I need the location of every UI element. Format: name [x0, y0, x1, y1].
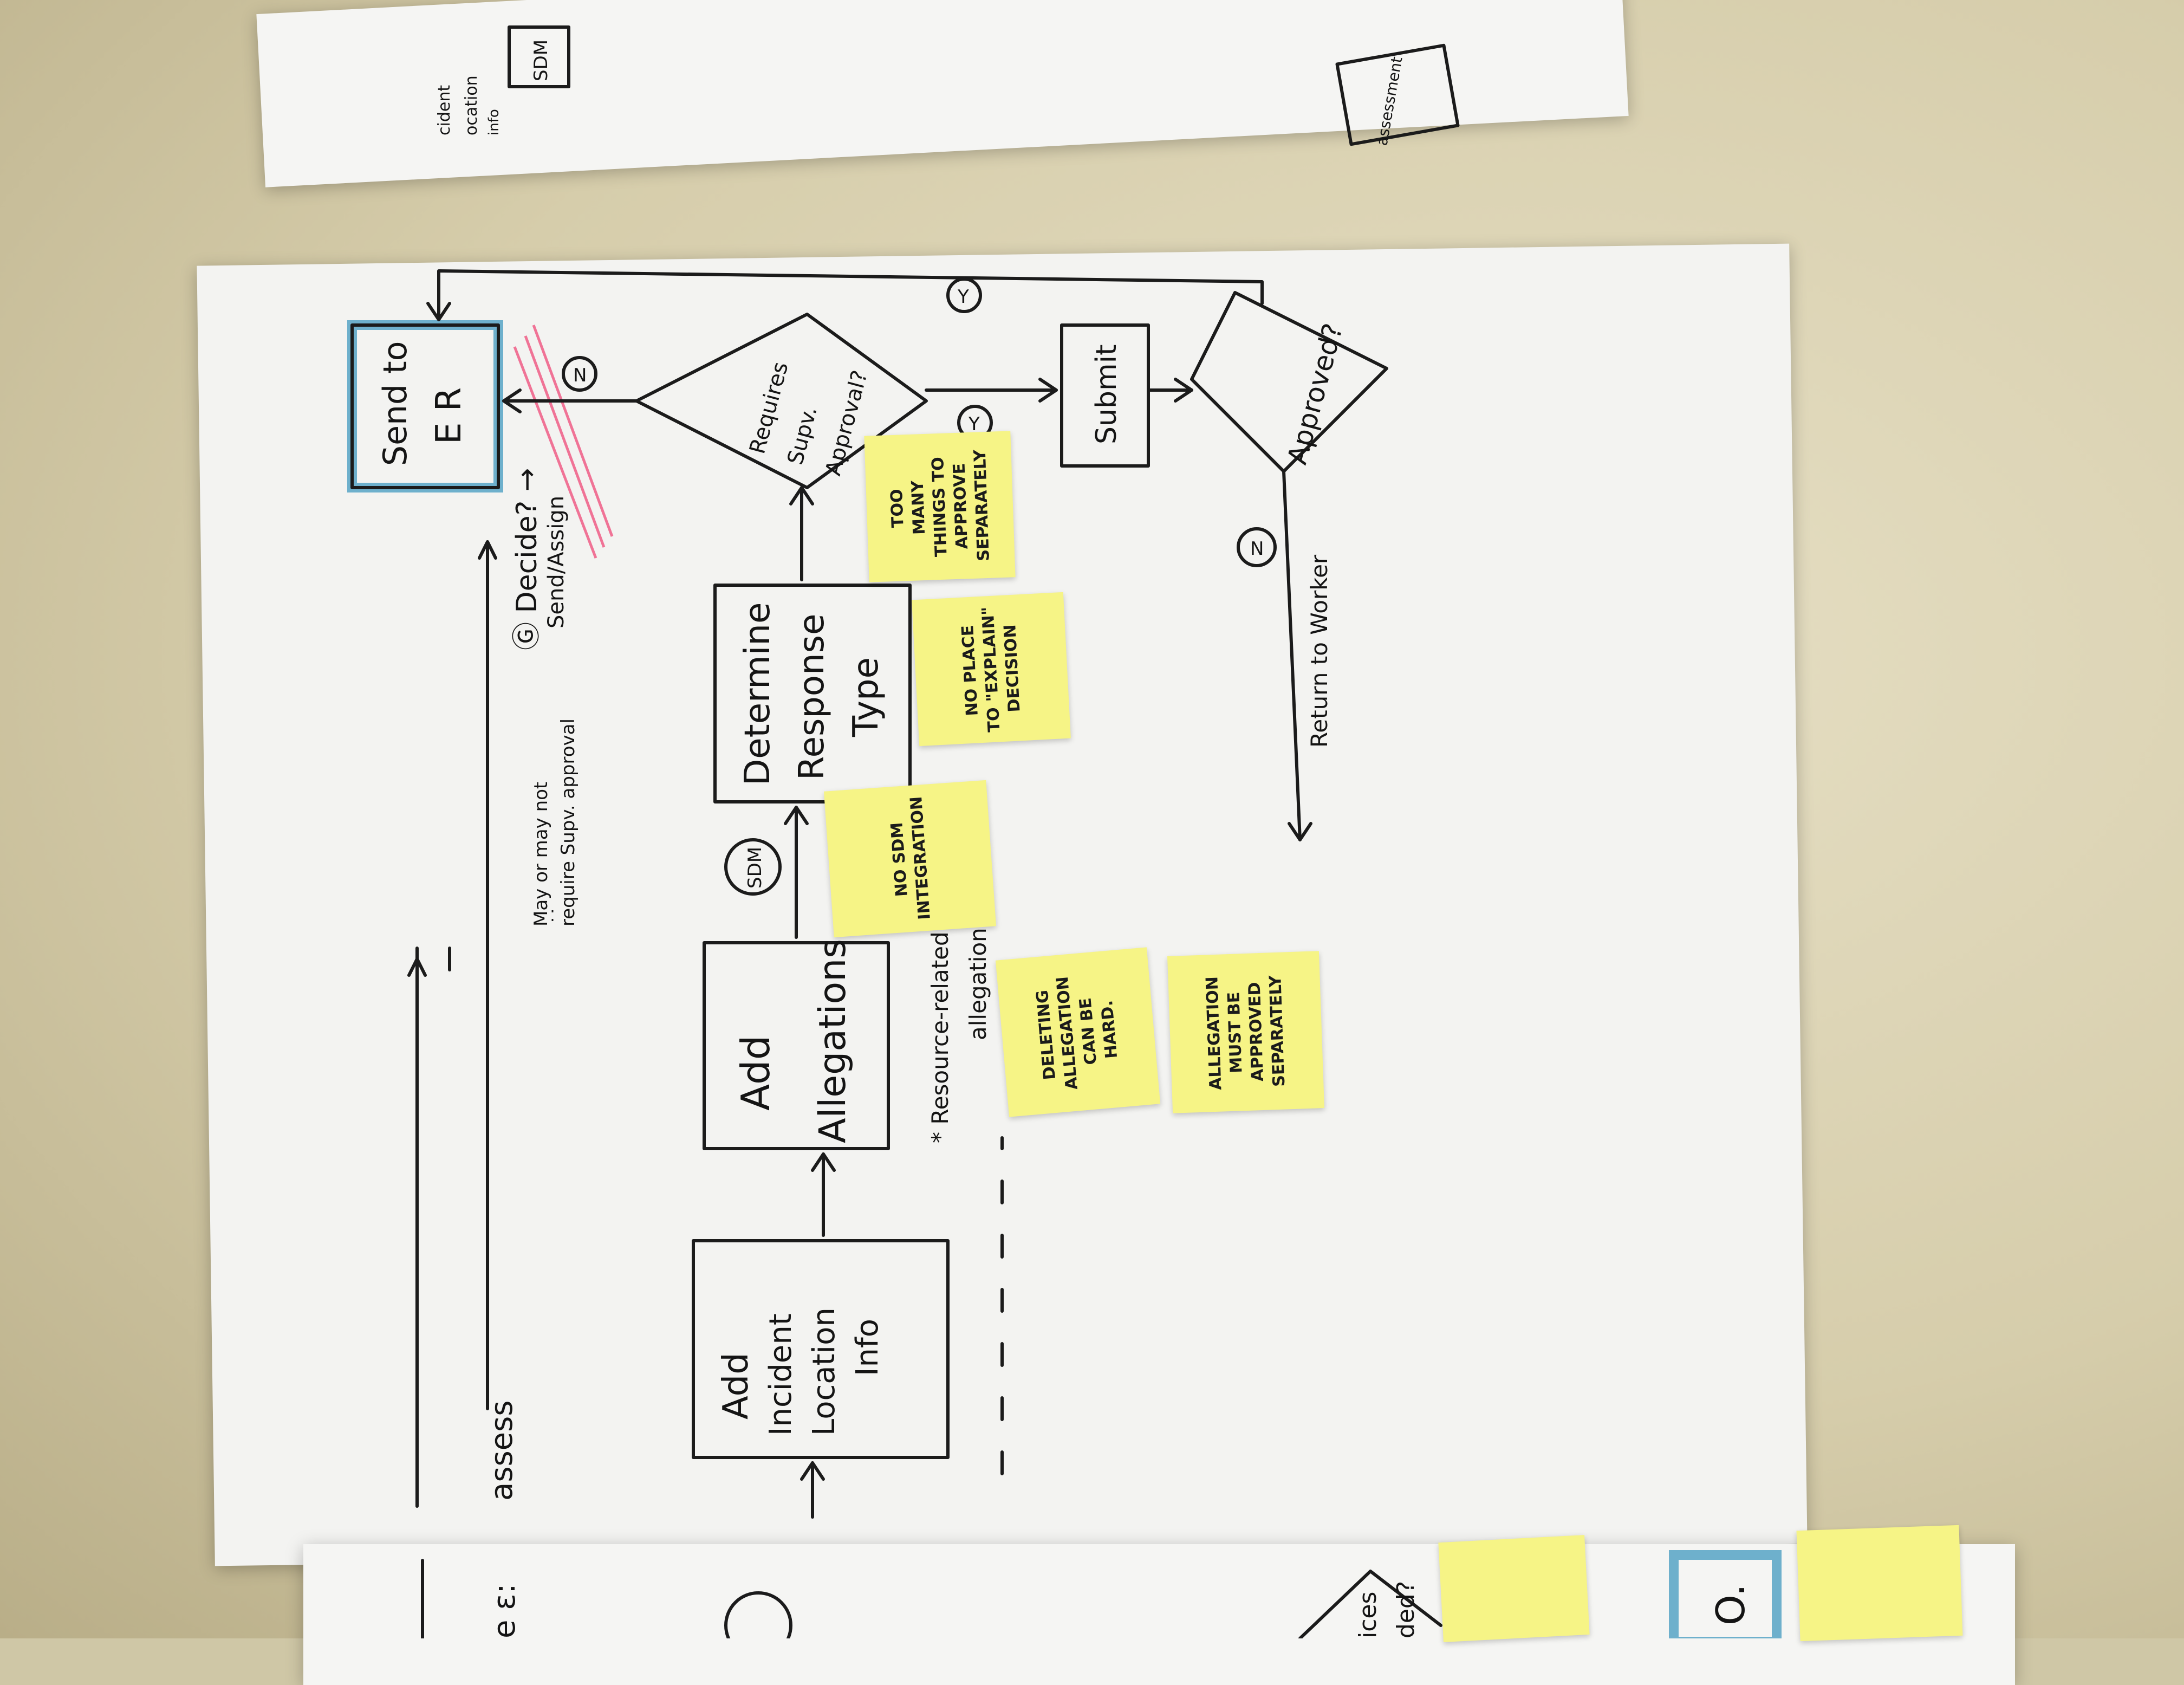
sticky-no-sdm: NO SDM INTEGRATION — [823, 780, 997, 938]
node-send-er-box — [350, 323, 500, 489]
supv-note-line2: require Supv. approval — [557, 718, 579, 926]
node-incident-line2: Incident — [763, 1313, 798, 1436]
edge-response-supv-arrow — [789, 486, 814, 506]
node-response-box — [713, 584, 912, 803]
sticky-bottom-left — [1438, 1535, 1590, 1642]
decide-label: Ⓖ Decide? → — [511, 468, 543, 650]
resource-related-line1: * Resource-related — [927, 931, 953, 1143]
node-incident-line3: Location — [807, 1307, 842, 1436]
node-allegations-line2: Allegations — [811, 939, 854, 1143]
node-send-er-highlight — [347, 320, 503, 492]
timeline-arrow-2 — [478, 540, 497, 560]
edge-approved-yes-label: Y — [957, 286, 969, 308]
resource-related-line2: allegations — [965, 916, 991, 1040]
edge-approved-yes — [437, 269, 1264, 321]
node-approved-diamond — [1190, 291, 1388, 473]
top-location-label: ocation — [462, 75, 481, 135]
edge-incident-allegations-arrow — [811, 1152, 836, 1172]
return-to-worker-label: Return to Worker — [1306, 554, 1332, 748]
sticky-deleting: DELETING ALLEGATION CAN BE HARD. — [995, 947, 1161, 1117]
node-allegations-box — [703, 941, 890, 1150]
edge-supv-yes-arrow — [1038, 378, 1058, 403]
edge-approved-no-label: N — [1250, 538, 1264, 560]
sdm-circle — [724, 838, 782, 896]
stage-timeline: assess May or may not require Supv. appr… — [407, 325, 614, 1508]
node-supv-line1: Requires — [745, 359, 793, 456]
bottom-diamond — [1298, 1570, 1442, 1638]
node-supv-line2: Supv. — [783, 404, 822, 468]
supv-note-line1: May or may not — [530, 782, 552, 926]
node-supv-diamond — [635, 313, 928, 489]
node-incident-line1: Add — [716, 1352, 756, 1420]
node-response-line2: Response — [792, 614, 832, 780]
edge-supv-yes-label: Y — [968, 413, 980, 435]
pink-highlight-2 — [524, 335, 606, 548]
edge-approved-yes-circle — [946, 277, 982, 313]
bottom-stage-fragment: e ε: — [487, 1584, 522, 1638]
top-assessment-label: assessment — [1373, 55, 1406, 147]
pink-highlight-1 — [513, 346, 597, 559]
node-approved-label: Approved? — [1282, 320, 1349, 468]
sticky-approved-separately: ALLEGATION MUST BE APPROVED SEPARATELY — [1167, 951, 1324, 1113]
bottom-circle — [724, 1591, 792, 1638]
node-send-er-line2: E R — [429, 387, 469, 444]
top-info-label: info — [486, 109, 502, 135]
sdm-label: SDM — [744, 847, 766, 889]
top-assessment-box — [1335, 43, 1460, 146]
edge-approved-no — [1282, 470, 1302, 841]
edge-approved-yes-arrow — [426, 302, 451, 321]
node-allegations-line1: Add — [733, 1035, 778, 1111]
top-incident-label: cident — [435, 85, 454, 135]
flow-nodes: Add Incident Location Info Add Allegatio… — [347, 291, 1388, 1459]
node-incident-line4: Info — [850, 1319, 885, 1376]
top-sdm-label: SDM — [530, 40, 552, 81]
send-assign-label: Send/Assign — [544, 496, 569, 628]
sticky-bottom-right — [1796, 1525, 1963, 1642]
edge-supv-no-circle — [562, 356, 597, 392]
timeline-arrow-1 — [407, 957, 427, 977]
node-submit-label: Submit — [1090, 345, 1123, 444]
flowchart-canvas: SDM cident ocation info assessment asses… — [347, 25, 1782, 1638]
bottom-box-letter: O. — [1708, 1584, 1753, 1625]
flow-edges: SDM N Y Y N Return to Worker * Resource-… — [426, 269, 1332, 1519]
top-sheet-notes: SDM cident ocation info assessment — [435, 25, 1460, 147]
node-incident-box — [692, 1239, 950, 1459]
edge-into-incident-arrow — [800, 1461, 825, 1481]
node-submit-box — [1060, 323, 1150, 468]
stage-label-assess: assess — [484, 1401, 519, 1501]
edge-supv-no-label: N — [573, 365, 587, 386]
edge-approved-no-arrow — [1288, 822, 1312, 841]
edge-supv-no-arrow — [502, 388, 522, 413]
edge-allegations-response-arrow — [784, 806, 809, 825]
edge-approved-no-circle — [1237, 527, 1277, 567]
bottom-blue-box — [1669, 1550, 1782, 1638]
pink-highlight-3 — [532, 325, 614, 537]
edge-submit-approved-arrow — [1174, 378, 1193, 403]
sticky-too-many: TOO MANY THINGS TO APPROVE SEPARATELY — [864, 431, 1016, 582]
bottom-services-line2: ded? — [1392, 1581, 1420, 1638]
sticky-no-place: NO PLACE TO "EXPLAIN" DECISION — [912, 592, 1071, 747]
bottom-sheet-notes: e ε: ices ded? O. — [421, 1550, 1782, 1638]
node-send-er-line1: Send to — [376, 341, 414, 466]
node-response-line3: Type — [846, 657, 886, 737]
bottom-services-line1: ices — [1354, 1592, 1382, 1638]
node-response-line1: Determine — [738, 602, 778, 786]
top-sdm-box — [508, 25, 570, 88]
